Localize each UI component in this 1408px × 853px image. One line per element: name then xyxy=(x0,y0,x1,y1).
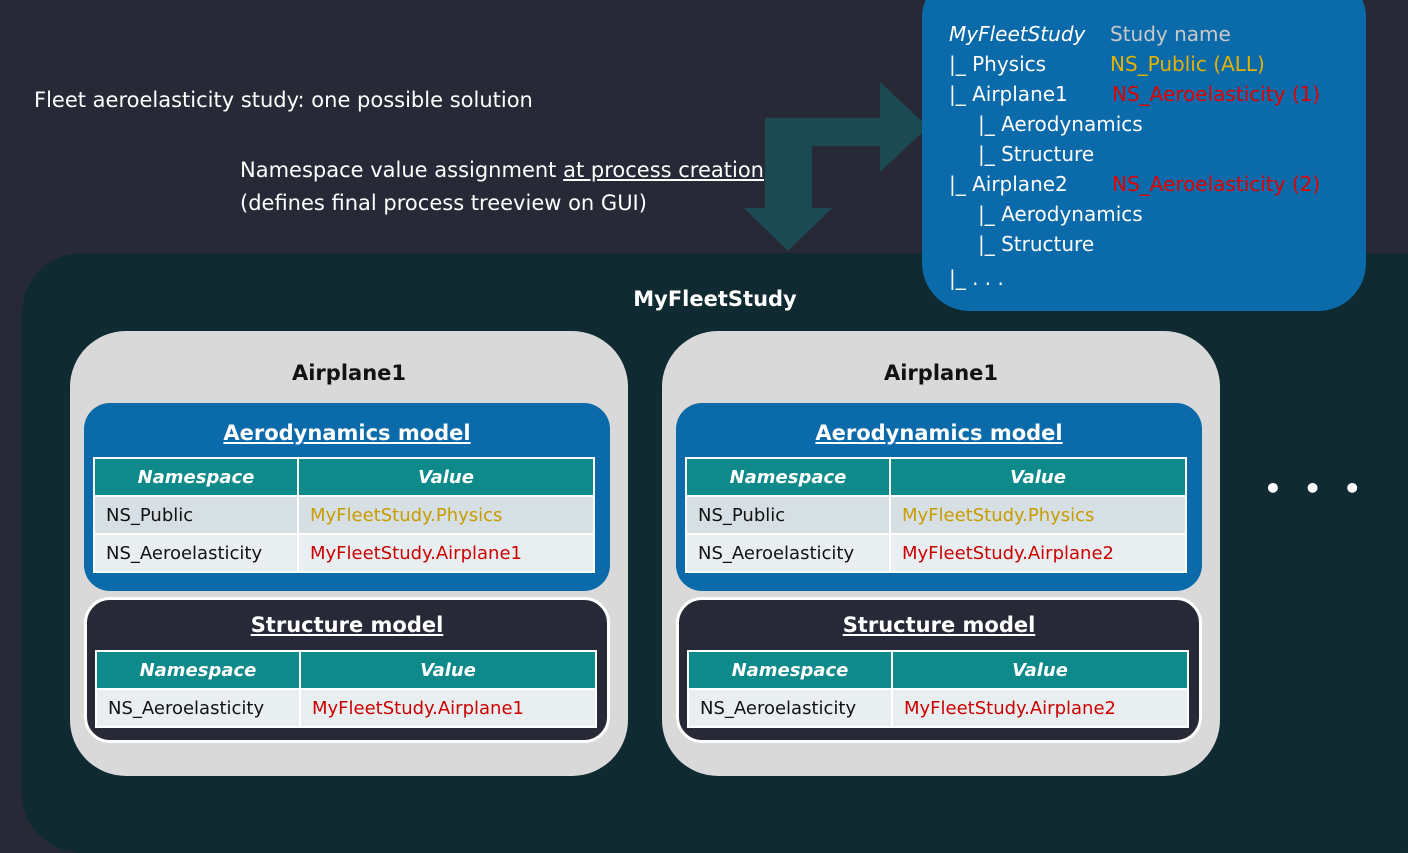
aerodynamics-model-title: Aerodynamics model xyxy=(223,421,471,445)
value-cell: MyFleetStudy.Physics xyxy=(889,495,1187,535)
tree-root: MyFleetStudy xyxy=(949,22,1086,46)
table-row: NS_Aeroelasticity MyFleetStudy.Airplane2 xyxy=(685,533,1187,573)
namespace-table: Namespace Value NS_Aeroelasticity MyFlee… xyxy=(687,650,1189,728)
aerodynamics-model-card: Aerodynamics model Namespace Value NS_Pu… xyxy=(84,403,610,591)
value-cell: MyFleetStudy.Airplane2 xyxy=(889,533,1187,573)
tree-node-a2-structure: |_ Structure xyxy=(978,232,1095,256)
assignment-note: Namespace value assignment at process cr… xyxy=(240,154,764,220)
airplane-title: Airplane1 xyxy=(291,361,406,385)
namespace-cell: NS_Aeroelasticity xyxy=(93,533,299,573)
structure-model-card: Structure model Namespace Value NS_Aeroe… xyxy=(84,597,610,743)
assignment-link: at process creation xyxy=(563,158,764,182)
tree-node-a1-structure: |_ Structure xyxy=(978,142,1095,166)
table-row: NS_Aeroelasticity MyFleetStudy.Airplane1 xyxy=(95,688,597,728)
table-row: NS_Public MyFleetStudy.Physics xyxy=(685,495,1187,535)
aerodynamics-model-title: Aerodynamics model xyxy=(815,421,1063,445)
column-header-value: Value xyxy=(889,457,1187,497)
tree-tag-airplane1: NS_Aeroelasticity (1) xyxy=(1112,82,1321,106)
structure-model-title: Structure model xyxy=(250,613,444,637)
value-cell: MyFleetStudy.Physics xyxy=(297,495,595,535)
aerodynamics-model-card: Aerodynamics model Namespace Value NS_Pu… xyxy=(676,403,1202,591)
namespace-table: Namespace Value NS_Aeroelasticity MyFlee… xyxy=(95,650,597,728)
tree-tag-physics: NS_Public (ALL) xyxy=(1110,52,1265,76)
column-header-namespace: Namespace xyxy=(687,650,893,690)
table-header-row: Namespace Value xyxy=(93,457,595,497)
more-airplanes-ellipsis: • • • xyxy=(1264,472,1368,505)
table-header-row: Namespace Value xyxy=(687,650,1189,690)
tree-tag-airplane2: NS_Aeroelasticity (2) xyxy=(1112,172,1321,196)
table-row: NS_Aeroelasticity MyFleetStudy.Airplane1 xyxy=(93,533,595,573)
tree-node-physics: |_ Physics xyxy=(949,52,1047,76)
column-header-value: Value xyxy=(891,650,1189,690)
tree-node-airplane1: |_ Airplane1 xyxy=(949,82,1068,106)
namespace-cell: NS_Public xyxy=(685,495,891,535)
tree-node-airplane2: |_ Airplane2 xyxy=(949,172,1068,196)
tree-root-tag: Study name xyxy=(1110,22,1231,46)
column-header-value: Value xyxy=(299,650,597,690)
airplane-card-2: Airplane1 Aerodynamics model Namespace V… xyxy=(662,331,1220,776)
process-treeview-panel: MyFleetStudy Study name |_ Physics NS_Pu… xyxy=(922,0,1366,311)
table-row: NS_Aeroelasticity MyFleetStudy.Airplane2 xyxy=(687,688,1189,728)
table-header-row: Namespace Value xyxy=(95,650,597,690)
column-header-namespace: Namespace xyxy=(93,457,299,497)
namespace-cell: NS_Aeroelasticity xyxy=(685,533,891,573)
tree-node-a2-aerodynamics: |_ Aerodynamics xyxy=(978,202,1143,226)
tree-node-a1-aerodynamics: |_ Aerodynamics xyxy=(978,112,1143,136)
value-cell: MyFleetStudy.Airplane1 xyxy=(297,533,595,573)
assignment-prefix: Namespace value assignment xyxy=(240,158,564,182)
value-cell: MyFleetStudy.Airplane2 xyxy=(891,688,1189,728)
assignment-line-1: Namespace value assignment at process cr… xyxy=(240,154,764,187)
airplane-card-1: Airplane1 Aerodynamics model Namespace V… xyxy=(70,331,628,776)
structure-model-card: Structure model Namespace Value NS_Aeroe… xyxy=(676,597,1202,743)
namespace-cell: NS_Aeroelasticity xyxy=(687,688,893,728)
column-header-namespace: Namespace xyxy=(685,457,891,497)
structure-model-title: Structure model xyxy=(842,613,1036,637)
namespace-cell: NS_Aeroelasticity xyxy=(95,688,301,728)
column-header-namespace: Namespace xyxy=(95,650,301,690)
airplane-title: Airplane1 xyxy=(883,361,998,385)
study-title: MyFleetStudy xyxy=(633,287,797,311)
page-subtitle: Fleet aeroelasticity study: one possible… xyxy=(34,88,533,112)
column-header-value: Value xyxy=(297,457,595,497)
table-row: NS_Public MyFleetStudy.Physics xyxy=(93,495,595,535)
assignment-line-2: (defines final process treeview on GUI) xyxy=(240,191,647,215)
tree-node-more: |_ . . . xyxy=(949,266,1004,290)
table-header-row: Namespace Value xyxy=(685,457,1187,497)
namespace-cell: NS_Public xyxy=(93,495,299,535)
namespace-table: Namespace Value NS_Public MyFleetStudy.P… xyxy=(685,457,1187,573)
namespace-table: Namespace Value NS_Public MyFleetStudy.P… xyxy=(93,457,595,573)
value-cell: MyFleetStudy.Airplane1 xyxy=(299,688,597,728)
